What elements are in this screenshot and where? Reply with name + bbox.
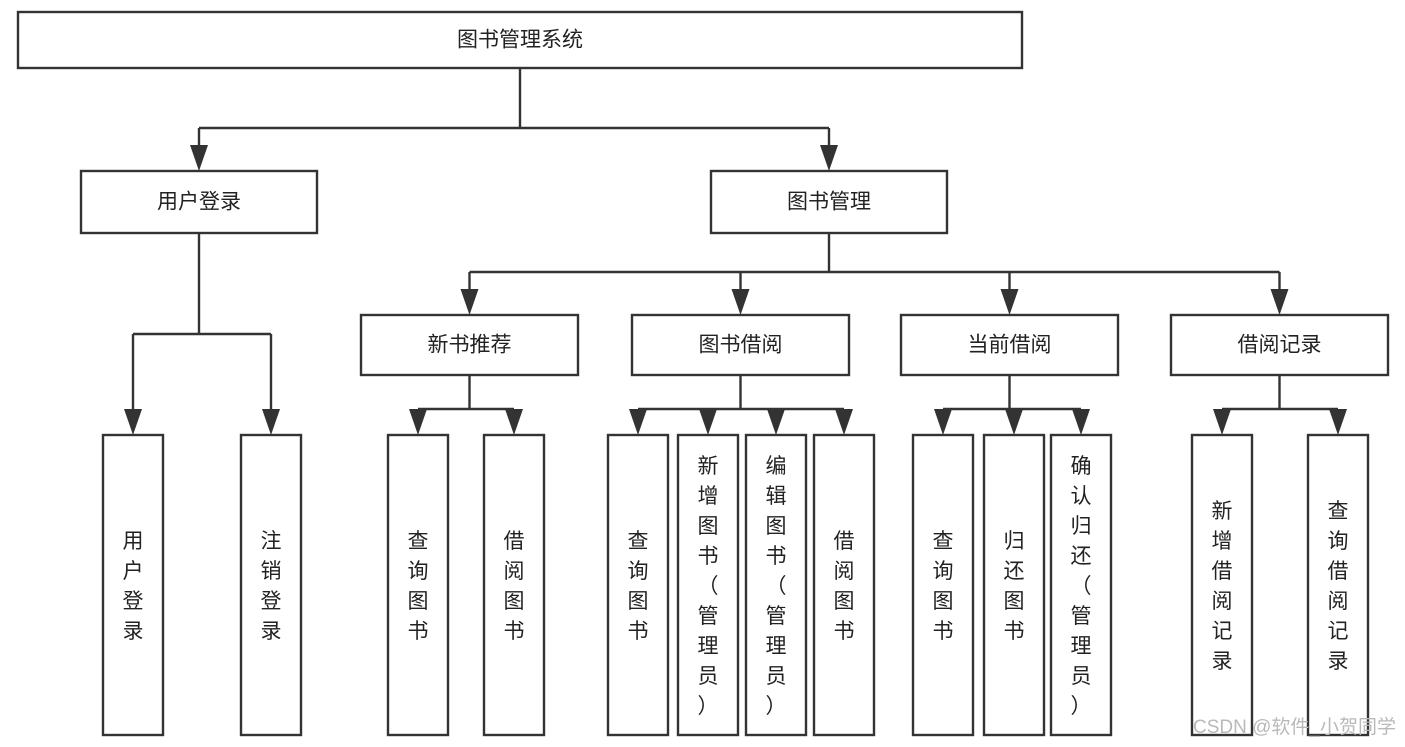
level3-node[interactable]: 借阅记录 [1169, 313, 1390, 377]
level3-label: 新书推荐 [428, 334, 512, 357]
leaf-box[interactable] [1049, 433, 1113, 737]
leaf-label: 用户登录 [123, 530, 144, 643]
leaf-box[interactable] [386, 433, 450, 737]
level3-label: 当前借阅 [968, 334, 1052, 357]
level3-node[interactable]: 图书借阅 [630, 313, 851, 377]
leaf-node[interactable]: 归还图书 [982, 433, 1046, 737]
arrow-head-icon [767, 409, 785, 435]
leaf-box[interactable] [1190, 433, 1254, 737]
leaf-label: 查询借阅记录 [1328, 500, 1349, 673]
level3-box[interactable] [630, 313, 851, 377]
leaf-box[interactable] [1306, 433, 1370, 737]
arrow-head-icon [262, 409, 280, 435]
arrow-head-icon [1072, 409, 1090, 435]
leaf-node[interactable]: 查询图书 [606, 433, 670, 737]
level2-node[interactable]: 图书管理 [709, 169, 949, 235]
level3-label: 借阅记录 [1238, 334, 1322, 357]
leaf-node[interactable]: 查询图书 [911, 433, 975, 737]
leaf-label: 查询图书 [628, 530, 649, 643]
connector-lines [124, 68, 1347, 435]
leaf-label: 查询图书 [408, 530, 429, 643]
level3-node[interactable]: 新书推荐 [359, 313, 580, 377]
root-box[interactable] [16, 10, 1024, 70]
level3-box[interactable] [899, 313, 1120, 377]
leaf-box[interactable] [482, 433, 546, 737]
leaf-node[interactable]: 借阅图书 [812, 433, 876, 737]
arrow-head-icon [731, 289, 750, 315]
arrow-head-icon [1005, 409, 1023, 435]
leaf-node[interactable]: 确认归还（管理员） [1049, 433, 1113, 737]
arrow-head-icon [505, 409, 523, 435]
leaf-box[interactable] [911, 433, 975, 737]
arrow-head-icon [699, 409, 717, 435]
arrow-head-icon [1213, 409, 1231, 435]
arrow-head-icon [1000, 289, 1019, 315]
level2-label: 图书管理 [787, 191, 871, 214]
level3-box[interactable] [359, 313, 580, 377]
leaf-node[interactable]: 新增借阅记录 [1190, 433, 1254, 737]
csdn-watermark: CSDN @软件_小贺同学 [1193, 716, 1396, 738]
arrow-head-icon [190, 145, 208, 171]
level2-box[interactable] [79, 169, 319, 235]
leaf-label: 查询图书 [933, 530, 954, 643]
level3-box[interactable] [1169, 313, 1390, 377]
leaf-box[interactable] [744, 433, 808, 737]
leaf-node[interactable]: 注销登录 [239, 433, 303, 737]
leaf-label: 确认归还（管理员） [1071, 455, 1092, 718]
leaf-box[interactable] [101, 433, 165, 737]
leaf-box[interactable] [239, 433, 303, 737]
leaf-label: 编辑图书（管理员） [766, 455, 787, 718]
leaf-box[interactable] [606, 433, 670, 737]
leaf-node[interactable]: 新增图书（管理员） [676, 433, 740, 737]
level2-label: 用户登录 [157, 191, 241, 214]
leaf-node[interactable]: 借阅图书 [482, 433, 546, 737]
root-label: 图书管理系统 [457, 29, 583, 52]
leaf-box[interactable] [982, 433, 1046, 737]
node-boxes: 图书管理系统用户登录图书管理新书推荐图书借阅当前借阅借阅记录用户登录注销登录查询… [16, 10, 1390, 737]
arrow-head-icon [1329, 409, 1347, 435]
leaf-label: 归还图书 [1004, 530, 1025, 643]
leaf-node[interactable]: 用户登录 [101, 433, 165, 737]
level3-node[interactable]: 当前借阅 [899, 313, 1120, 377]
leaf-node[interactable]: 查询图书 [386, 433, 450, 737]
leaf-label: 新增借阅记录 [1212, 500, 1233, 673]
level3-label: 图书借阅 [699, 334, 783, 357]
level2-box[interactable] [709, 169, 949, 235]
leaf-label: 借阅图书 [504, 530, 525, 643]
arrow-head-icon [934, 409, 952, 435]
arrow-head-icon [460, 289, 479, 315]
level2-node[interactable]: 用户登录 [79, 169, 319, 235]
leaf-label: 借阅图书 [834, 530, 855, 643]
arrow-head-icon [1270, 289, 1289, 315]
leaf-box[interactable] [812, 433, 876, 737]
arrow-head-icon [124, 409, 142, 435]
leaf-node[interactable]: 查询借阅记录 [1306, 433, 1370, 737]
root-node[interactable]: 图书管理系统 [16, 10, 1024, 70]
arrow-head-icon [820, 145, 838, 171]
arrow-head-icon [409, 409, 427, 435]
arrow-head-icon [629, 409, 647, 435]
leaf-label: 新增图书（管理员） [698, 455, 719, 718]
leaf-label: 注销登录 [261, 530, 282, 643]
leaf-box[interactable] [676, 433, 740, 737]
arrow-head-icon [835, 409, 853, 435]
leaf-node[interactable]: 编辑图书（管理员） [744, 433, 808, 737]
